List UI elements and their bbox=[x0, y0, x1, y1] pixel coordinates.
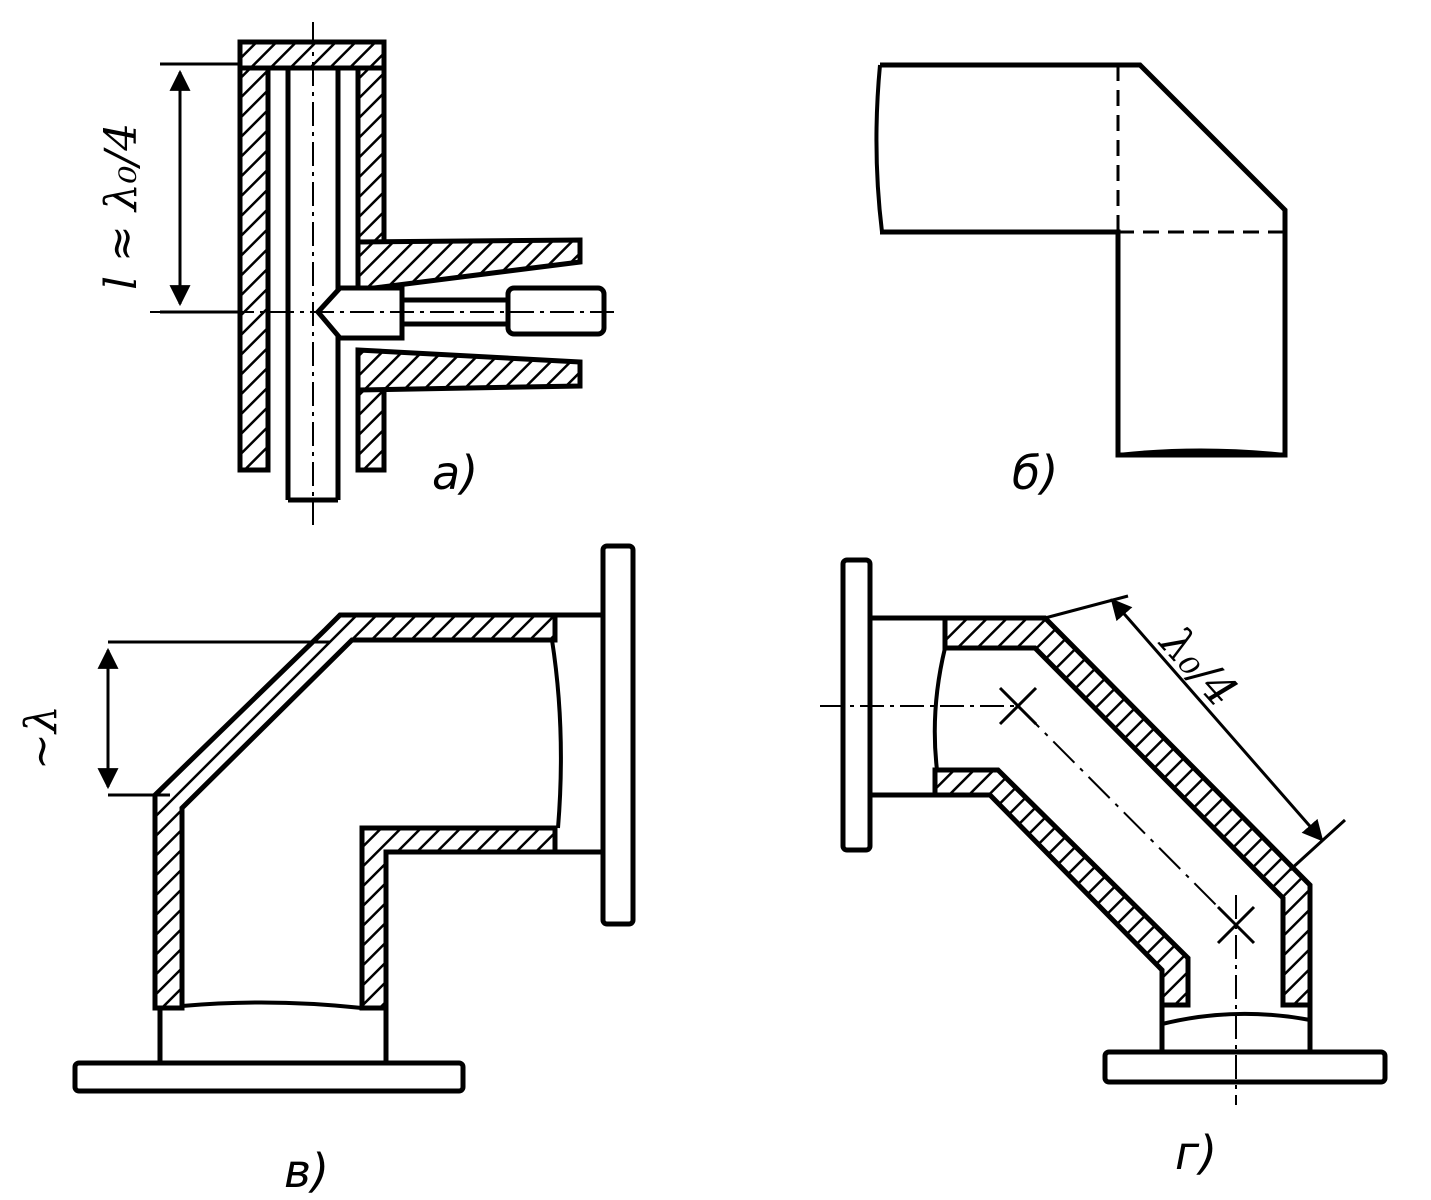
inner-wall-d bbox=[932, 767, 1191, 1008]
outer-wall bbox=[152, 612, 558, 1011]
tee-right-wall bbox=[355, 39, 387, 245]
bottom-flange bbox=[72, 1060, 466, 1094]
dimension-arrow-quarter bbox=[1110, 598, 1324, 842]
label-c: в) bbox=[284, 1144, 330, 1198]
outer-wall-d bbox=[942, 615, 1313, 1008]
label-a: a) bbox=[432, 446, 479, 500]
lower-flange bbox=[1102, 1049, 1388, 1085]
dimension-text-l: l ≈ λ₀/4 bbox=[96, 122, 147, 290]
branch-lower-wall bbox=[355, 347, 583, 393]
panel-d-compensated-bend bbox=[820, 557, 1388, 1105]
branch-upper-wall bbox=[355, 237, 583, 293]
tee-left-wall bbox=[237, 39, 271, 473]
dimension-text-lambda: ~λ bbox=[16, 705, 67, 770]
panel-a-coax-tee bbox=[150, 22, 620, 525]
inner-wall bbox=[359, 825, 558, 1011]
right-flange bbox=[600, 543, 636, 927]
label-b: б) bbox=[1012, 446, 1059, 500]
label-d: г) bbox=[1175, 1126, 1218, 1180]
panel-c-double-bend bbox=[72, 543, 636, 1094]
panel-b-mitred-bend bbox=[874, 62, 1288, 458]
